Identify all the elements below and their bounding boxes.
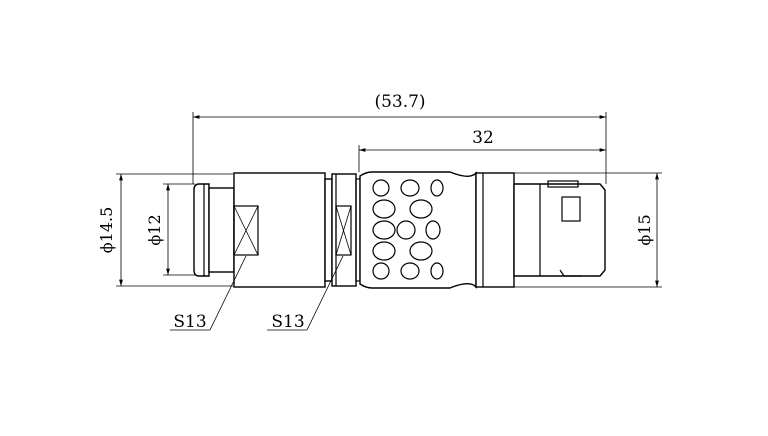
wrench-flat-2 xyxy=(335,205,352,256)
left-diameter-dimension: ϕ14.5 xyxy=(97,173,233,287)
overall-length-dimension: (53.7) xyxy=(192,92,607,184)
overall-length-label: (53.7) xyxy=(374,92,425,112)
inner-diameter-label: ϕ12 xyxy=(145,214,164,245)
s13-callout-1: S13 xyxy=(170,255,247,332)
rear-collar xyxy=(208,187,235,273)
front-length-dimension: 32 xyxy=(358,128,606,172)
connector-body xyxy=(193,171,606,289)
rear-cap xyxy=(193,183,210,277)
s13-label-1: S13 xyxy=(173,312,206,332)
inner-diameter-dimension: ϕ12 xyxy=(145,183,195,276)
housing-neck xyxy=(324,178,333,282)
main-housing xyxy=(233,172,326,288)
front-sleeve xyxy=(475,172,515,288)
knurl-pattern xyxy=(372,179,444,280)
key-slot xyxy=(561,196,581,222)
front-insert xyxy=(513,183,606,277)
wrench-flat-1 xyxy=(233,205,259,256)
knurled-sleeve xyxy=(359,171,477,289)
front-length-label: 32 xyxy=(472,128,494,148)
s13-callout-2: S13 xyxy=(267,255,344,332)
s13-label-2: S13 xyxy=(271,312,304,332)
left-diameter-label: ϕ14.5 xyxy=(97,207,116,254)
right-diameter-label: ϕ15 xyxy=(635,214,654,245)
